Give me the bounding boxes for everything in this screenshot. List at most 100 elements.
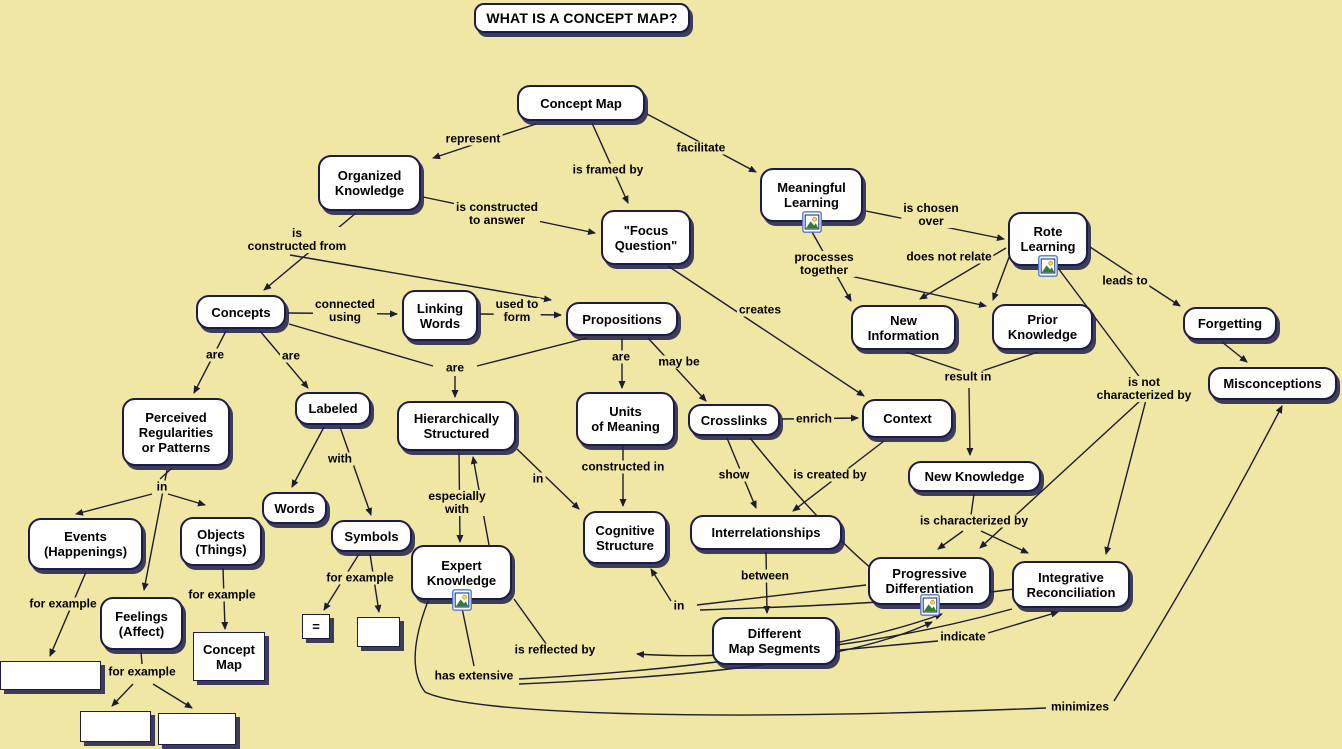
link-label: for example: [324, 570, 396, 585]
node-perceived-regularities[interactable]: Perceived Regularities or Patterns: [122, 398, 230, 466]
node-new-knowledge[interactable]: New Knowledge: [908, 461, 1041, 492]
resource-icon[interactable]: [919, 594, 940, 621]
edge-line: [75, 493, 153, 516]
link-label: does not relate: [904, 249, 994, 264]
link-label: indicate: [938, 629, 988, 644]
edge-line: [140, 651, 143, 665]
edge-line: [763, 551, 771, 614]
edge-line: [289, 254, 552, 303]
link-label: is created by: [791, 467, 869, 482]
node-symbols[interactable]: Symbols: [331, 520, 412, 552]
node-events[interactable]: Events (Happenings): [28, 518, 143, 570]
link-label: facilitate: [674, 140, 728, 155]
edge-line: [650, 568, 672, 602]
node-propositions[interactable]: Propositions: [566, 302, 678, 336]
link-label: constructed in: [579, 459, 667, 474]
link-label: has extensive: [432, 668, 516, 683]
link-label: are: [279, 348, 303, 363]
edge-line: [696, 584, 867, 606]
edge-line: [839, 640, 939, 651]
link-label: for example: [186, 587, 258, 602]
node-feelings[interactable]: Feelings (Affect): [100, 597, 183, 650]
node-hierarchically-structured[interactable]: Hierarchically Structured: [397, 401, 516, 451]
link-label: minimizes: [1048, 699, 1112, 714]
link-label: result in: [942, 369, 994, 384]
link-label: is chosen over: [901, 201, 961, 228]
node-labeled[interactable]: Labeled: [295, 392, 371, 425]
resource-icon[interactable]: [451, 589, 472, 616]
link-label: is framed by: [570, 162, 646, 177]
resource-icon[interactable]: [801, 211, 822, 238]
edge-line: [193, 330, 227, 394]
link-label: represent: [443, 131, 503, 146]
link-label: is reflected by: [512, 642, 598, 657]
link-label: may be: [656, 354, 702, 369]
link-label: processes together: [792, 250, 856, 277]
edge-line: [992, 251, 1012, 301]
edge-line: [987, 610, 1059, 634]
link-label: with: [326, 451, 354, 466]
node-forgetting[interactable]: Forgetting: [1183, 307, 1277, 340]
link-label: enrich: [793, 411, 835, 426]
node-map-title[interactable]: WHAT IS A CONCEPT MAP?: [474, 3, 690, 33]
edge-line: [167, 493, 206, 507]
node-empty-example-events[interactable]: [0, 661, 101, 690]
node-meaningful-learning[interactable]: Meaningful Learning: [760, 168, 863, 222]
node-context[interactable]: Context: [862, 399, 953, 438]
edge-line: [1104, 399, 1147, 555]
link-label: are: [609, 349, 633, 364]
edge-line: [152, 683, 193, 709]
node-interrelationships[interactable]: Interrelationships: [690, 515, 842, 550]
edge-line: [980, 530, 1029, 554]
node-crosslinks[interactable]: Crosslinks: [688, 404, 780, 436]
node-linking-words[interactable]: Linking Words: [402, 290, 478, 341]
edge-line: [937, 530, 964, 550]
edge-line: [647, 337, 707, 402]
node-words[interactable]: Words: [262, 492, 327, 524]
edge-line: [291, 426, 325, 488]
node-different-map-segments[interactable]: Different Map Segments: [712, 617, 837, 665]
link-label: are: [443, 360, 467, 375]
edge-line: [461, 607, 475, 667]
resource-icon[interactable]: [1038, 255, 1058, 282]
edge-line: [111, 683, 134, 707]
node-empty-example-feelings-1[interactable]: [80, 711, 151, 742]
node-misconceptions[interactable]: Misconceptions: [1208, 367, 1337, 400]
node-units-of-meaning[interactable]: Units of Meaning: [576, 392, 675, 446]
node-integrative-reconciliation[interactable]: Integrative Reconciliation: [1012, 561, 1130, 608]
link-label: is not characterized by: [1094, 375, 1194, 402]
node-focus-question[interactable]: "Focus Question": [601, 210, 691, 265]
node-new-information[interactable]: New Information: [851, 305, 956, 350]
link-label: is constructed from: [245, 226, 349, 253]
edge-line: [667, 265, 865, 397]
node-concept-map[interactable]: Concept Map: [517, 85, 645, 121]
edge-line: [1113, 405, 1283, 702]
link-label: between: [738, 568, 792, 583]
node-prior-knowledge[interactable]: Prior Knowledge: [992, 304, 1093, 350]
edge-line: [591, 122, 629, 204]
node-equals-example[interactable]: =: [302, 614, 330, 639]
link-label: connected using: [312, 297, 378, 324]
edge-line: [845, 274, 987, 308]
edge-line: [414, 600, 1047, 716]
node-objects[interactable]: Objects (Things): [180, 517, 262, 566]
node-cognitive-structure[interactable]: Cognitive Structure: [583, 511, 667, 564]
link-label: are: [203, 347, 227, 362]
edge-line: [1221, 341, 1248, 363]
edge-line: [1057, 267, 1142, 380]
link-label: for example: [106, 664, 178, 679]
link-label: in: [154, 479, 170, 494]
node-empty-example-feelings-2[interactable]: [158, 713, 236, 745]
edge-line: [970, 493, 975, 516]
link-label: for example: [27, 596, 99, 611]
edge-line: [518, 621, 933, 685]
node-concepts[interactable]: Concepts: [196, 295, 286, 329]
link-label: creates: [736, 302, 784, 317]
node-concept-map-example[interactable]: Concept Map: [193, 632, 265, 681]
edge-line: [516, 448, 580, 510]
link-label: is characterized by: [917, 513, 1031, 528]
node-organized-knowledge[interactable]: Organized Knowledge: [318, 155, 421, 211]
link-label: especially with: [426, 489, 488, 516]
node-empty-example-symbols[interactable]: [357, 617, 400, 647]
